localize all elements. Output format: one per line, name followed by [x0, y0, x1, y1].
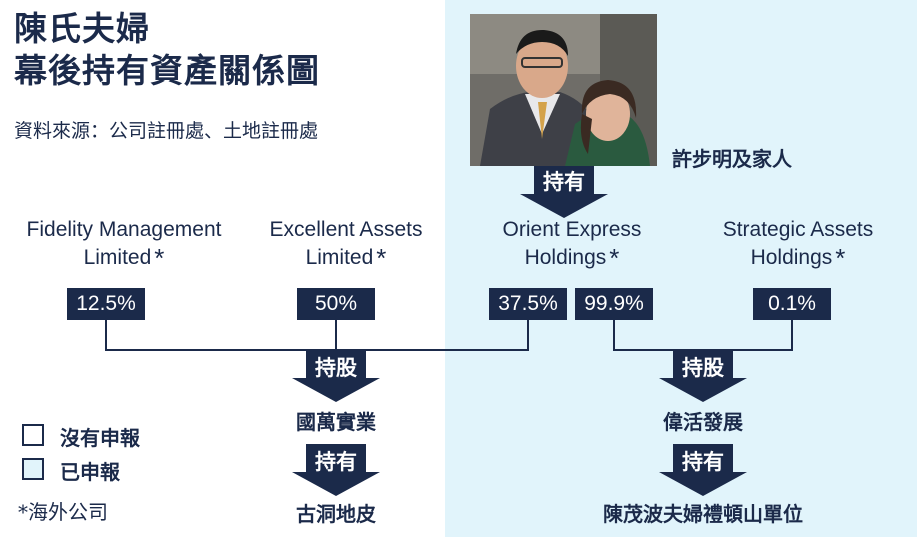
entity-strategic: Strategic Assets Holdings*	[700, 216, 896, 272]
arrow-holds-left-label: 持有	[315, 450, 357, 474]
arrow-holds-left	[292, 444, 380, 496]
arrow-holding-left	[292, 350, 380, 402]
arrow-holding-right-label: 持股	[682, 356, 724, 380]
pct-orient-weihuo: 99.9%	[575, 288, 653, 320]
entity-excellent-line1: Excellent Assets	[269, 218, 423, 241]
pct-fidelity: 12.5%	[67, 288, 145, 320]
arrow-holds-top-label: 持有	[543, 170, 585, 194]
legend-unreported: 沒有申報	[60, 426, 140, 450]
legend-offshore-note: *海外公司	[18, 500, 108, 524]
arrow-holds-right-label: 持有	[682, 450, 724, 474]
entity-fidelity-line2: Limited	[83, 246, 152, 269]
node-weihuo: 偉活發展	[663, 410, 743, 434]
couple-photo	[470, 14, 657, 166]
entity-fidelity-line1: Fidelity Management	[26, 218, 222, 241]
arrow-holds-top	[520, 166, 608, 218]
node-guoman: 國萬實業	[296, 410, 376, 434]
entity-excellent: Excellent Assets Limited*	[250, 216, 442, 272]
offshore-star: *	[609, 243, 620, 273]
offshore-star: *	[376, 243, 387, 273]
arrow-holding-right	[659, 350, 747, 402]
title-line2: 幕後持有資產關係圖	[14, 51, 320, 90]
entity-orient-line2: Holdings	[524, 246, 607, 269]
arrow-holds-right	[659, 444, 747, 496]
arrow-holding-left-label: 持股	[315, 356, 357, 380]
entity-strategic-line1: Strategic Assets	[722, 218, 874, 241]
offshore-star: *	[154, 243, 165, 273]
node-leighton-hill-unit: 陳茂波夫婦禮頓山單位	[603, 502, 803, 526]
legend-swatch-unreported	[22, 424, 44, 446]
title-line1: 陳氏夫婦	[14, 9, 150, 48]
photo-caption: 許步明及家人	[672, 147, 792, 171]
entity-orient: Orient Express Holdings*	[480, 216, 664, 272]
entity-fidelity: Fidelity Management Limited*	[8, 216, 240, 272]
pct-excellent: 50%	[297, 288, 375, 320]
legend-reported: 已申報	[60, 460, 120, 484]
entity-excellent-line2: Limited	[305, 246, 374, 269]
offshore-star: *	[835, 243, 846, 273]
node-kwu-tung-land: 古洞地皮	[296, 502, 376, 526]
entity-orient-line1: Orient Express	[502, 218, 642, 241]
legend-swatch-reported	[22, 458, 44, 480]
source-note: 資料來源：公司註冊處、土地註冊處	[14, 120, 319, 142]
pct-strategic: 0.1%	[753, 288, 831, 320]
pct-orient-guoman: 37.5%	[489, 288, 567, 320]
entity-strategic-line2: Holdings	[750, 246, 833, 269]
